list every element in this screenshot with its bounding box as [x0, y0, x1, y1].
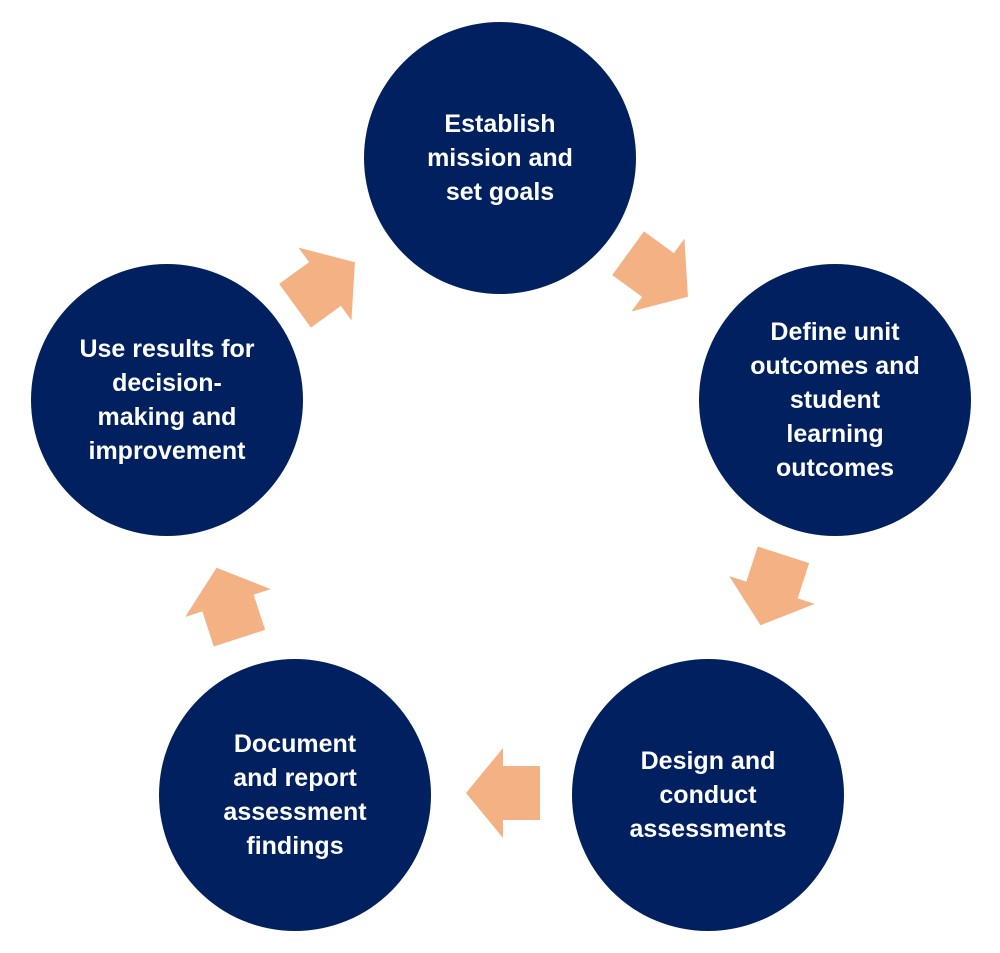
step-document-findings: Document and report assessment findings [159, 659, 431, 931]
step-define-outcomes: Define unit outcomes and student learnin… [699, 264, 971, 536]
arrow-icon [466, 748, 540, 838]
step-use-results: Use results for decision- making and imp… [31, 264, 303, 536]
step-label: Define unit outcomes and student learnin… [750, 318, 920, 482]
step-label: Use results for decision- making and imp… [79, 335, 255, 465]
arrow-icon [185, 567, 271, 647]
arrow-icon [729, 546, 815, 626]
step-design-assessments: Design and conduct assessments [572, 659, 844, 931]
arrow-icon [612, 231, 688, 312]
step-label: Establish mission and set goals [427, 110, 573, 206]
arrow-icon [279, 247, 355, 328]
step-label: Design and conduct assessments [629, 747, 787, 843]
step-label: Document and report assessment findings [223, 730, 367, 860]
step-establish-mission: Establish mission and set goals [364, 22, 636, 294]
